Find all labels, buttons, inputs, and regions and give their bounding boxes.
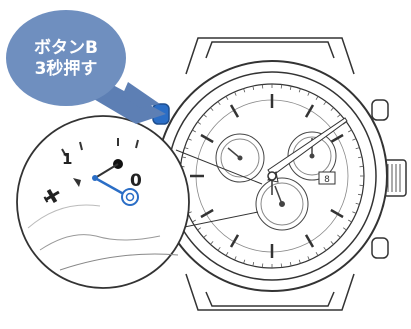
zoom-label-0: 0: [130, 171, 142, 191]
button-upper-right: [372, 100, 388, 120]
date-numeral: 8: [324, 175, 330, 185]
zoom-label-1: 1: [62, 150, 72, 168]
callout-line2: 3秒押す: [14, 59, 118, 80]
subdial-bottom: [256, 178, 308, 230]
date-window: 8: [319, 172, 335, 185]
zoom-circle: 1 0: [17, 116, 189, 288]
button-lower-right: [372, 238, 388, 258]
callout-line1: ボタンB: [14, 38, 118, 59]
